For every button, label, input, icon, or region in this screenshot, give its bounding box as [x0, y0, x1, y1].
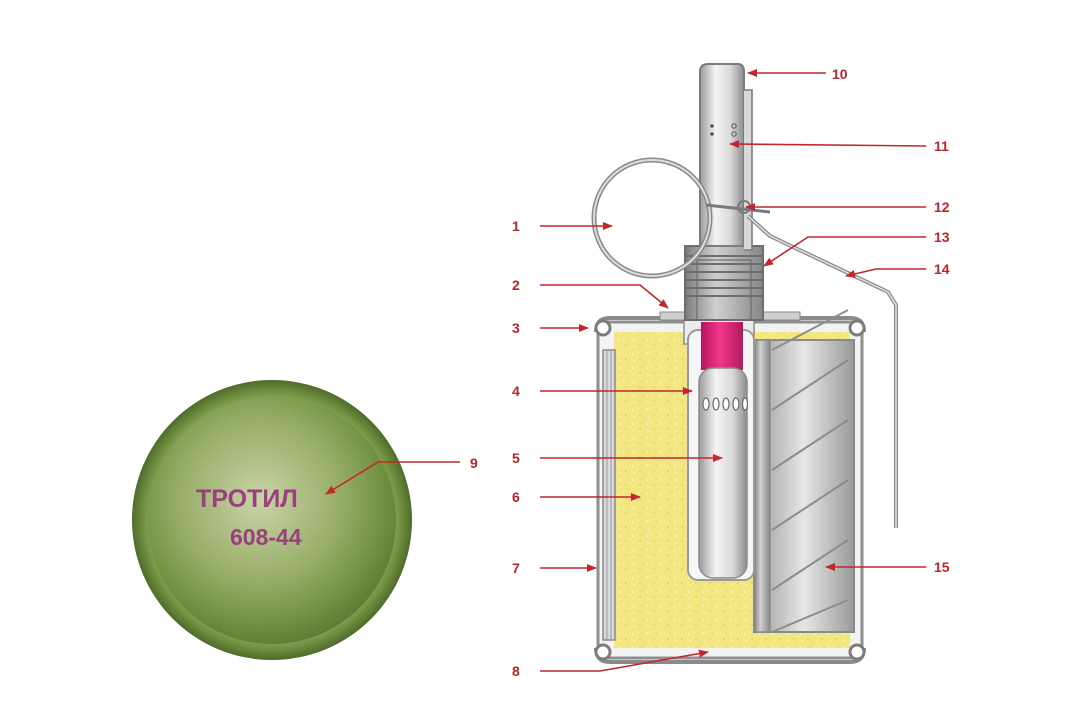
- svg-text:7: 7: [512, 560, 520, 576]
- detonator-charge: [701, 322, 743, 370]
- svg-text:11: 11: [934, 138, 949, 154]
- detonator-sleeve: [698, 367, 748, 579]
- lid-text-line2: 608-44: [230, 524, 302, 550]
- svg-text:10: 10: [832, 66, 848, 82]
- svg-text:12: 12: [934, 199, 950, 215]
- callout-2: 2: [512, 277, 669, 309]
- callout-6: 6: [512, 489, 641, 505]
- svg-text:8: 8: [512, 663, 520, 679]
- seam-right-top: [848, 319, 866, 337]
- grenade-body: [591, 63, 898, 664]
- svg-text:5: 5: [512, 450, 520, 466]
- seam-left-bottom: [594, 643, 612, 661]
- svg-text:15: 15: [934, 559, 950, 575]
- lid-text-line1: ТРОТИЛ: [196, 485, 298, 513]
- svg-text:1: 1: [512, 218, 520, 234]
- threaded-collar: [684, 245, 764, 321]
- fuze-lever-guide: [744, 89, 753, 251]
- callout-5: 5: [512, 450, 723, 466]
- svg-text:6: 6: [512, 489, 520, 505]
- callout-3: 3: [512, 320, 589, 336]
- callout-1: 1: [512, 218, 613, 234]
- fragmentation-liner: [753, 309, 855, 633]
- svg-text:9: 9: [470, 455, 478, 471]
- seam-right-bottom: [848, 643, 866, 661]
- lid-top-view: ТРОТИЛ 608-44: [132, 380, 412, 660]
- callout-9: 9: [325, 455, 478, 495]
- svg-text:14: 14: [934, 261, 950, 277]
- callout-7: 7: [512, 560, 597, 576]
- detonator-assembly: [683, 317, 755, 581]
- svg-text:4: 4: [512, 383, 520, 399]
- svg-text:13: 13: [934, 229, 950, 245]
- callouts: 1 2 3 4 5 6 7 8: [325, 66, 950, 679]
- seam-left-top: [594, 319, 612, 337]
- callout-10: 10: [747, 66, 848, 82]
- callout-13: 13: [763, 229, 950, 267]
- callout-8: 8: [512, 649, 709, 679]
- casing-wall-layers: [602, 349, 616, 641]
- callout-12: 12: [745, 199, 950, 215]
- detonator-vents: [702, 397, 749, 411]
- callout-15: 15: [825, 559, 950, 575]
- callout-14: 14: [845, 261, 950, 278]
- callout-4: 4: [512, 383, 693, 399]
- lid-face: [148, 396, 396, 644]
- fuze-striker-tube: [699, 63, 745, 247]
- svg-text:2: 2: [512, 277, 520, 293]
- svg-text:3: 3: [512, 320, 520, 336]
- callout-11: 11: [729, 138, 949, 154]
